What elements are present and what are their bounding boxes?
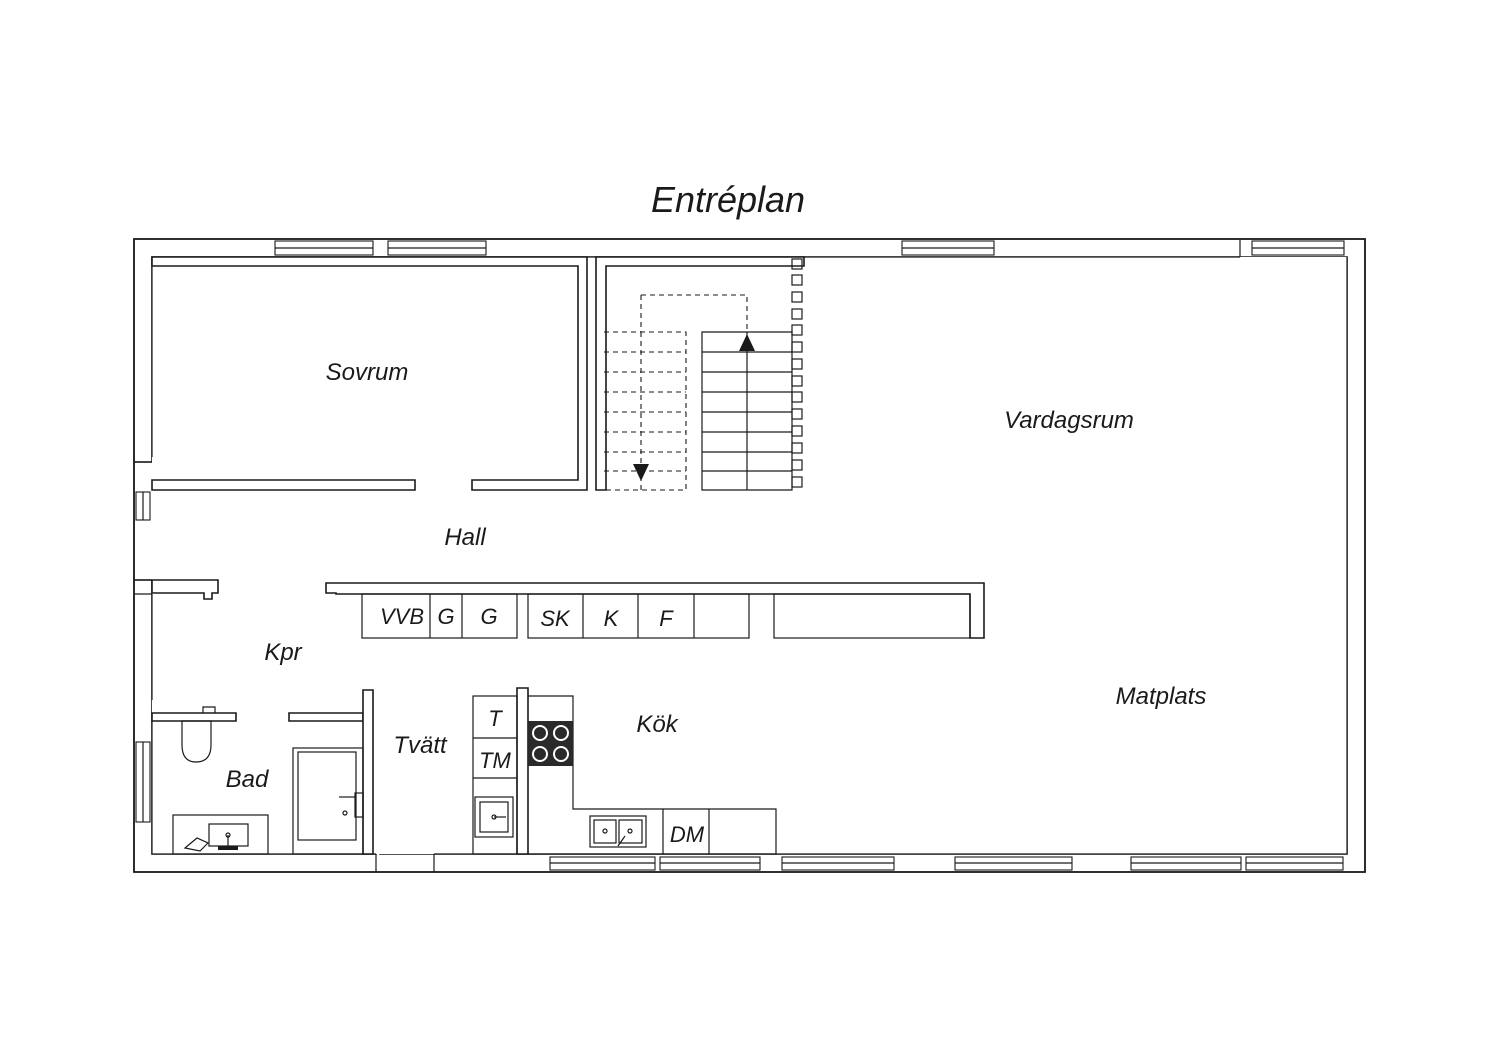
room-label-sovrum: Sovrum (326, 359, 409, 386)
fixture-label-vvb: VVB (380, 604, 424, 629)
stair-wall (595, 256, 805, 491)
room-label-kpr: Kpr (264, 639, 302, 666)
room-label-hall: Hall (444, 524, 486, 551)
plan-title: Entréplan (651, 179, 805, 220)
kitchen-counter (528, 695, 777, 855)
fixture-label-dm: DM (670, 822, 705, 847)
fixture-label-g2: G (480, 604, 497, 629)
shower-icon (292, 747, 364, 855)
fixture-label-k: K (604, 606, 620, 631)
toilet-icon (181, 720, 212, 763)
fixture-label-t: T (488, 706, 503, 731)
stair-up-arrow-icon (739, 334, 755, 351)
fixture-label-f: F (659, 606, 674, 631)
room-label-kok: Kök (636, 711, 679, 738)
staircase (604, 258, 803, 491)
bathroom-sink-icon (172, 814, 269, 855)
fixture-label-sk: SK (540, 606, 571, 631)
bad-wall (151, 712, 237, 722)
room-label-bad: Bad (226, 766, 269, 793)
room-label-matplats: Matplats (1116, 683, 1207, 710)
kitchen-sink-icon (589, 815, 647, 848)
fixture-label-tm: TM (479, 748, 511, 773)
fixture-label-g1: G (437, 604, 454, 629)
sovrum-walls (151, 256, 588, 491)
stove-icon (528, 721, 573, 766)
entry-opening (134, 461, 152, 595)
stair-down-arrow-icon (633, 464, 649, 481)
room-label-vardagsrum: Vardagsrum (1004, 407, 1134, 434)
room-label-tvatt: Tvätt (393, 732, 448, 759)
windows (135, 240, 1345, 871)
hall-cabinets (361, 593, 971, 639)
kpr-wall (151, 579, 219, 600)
